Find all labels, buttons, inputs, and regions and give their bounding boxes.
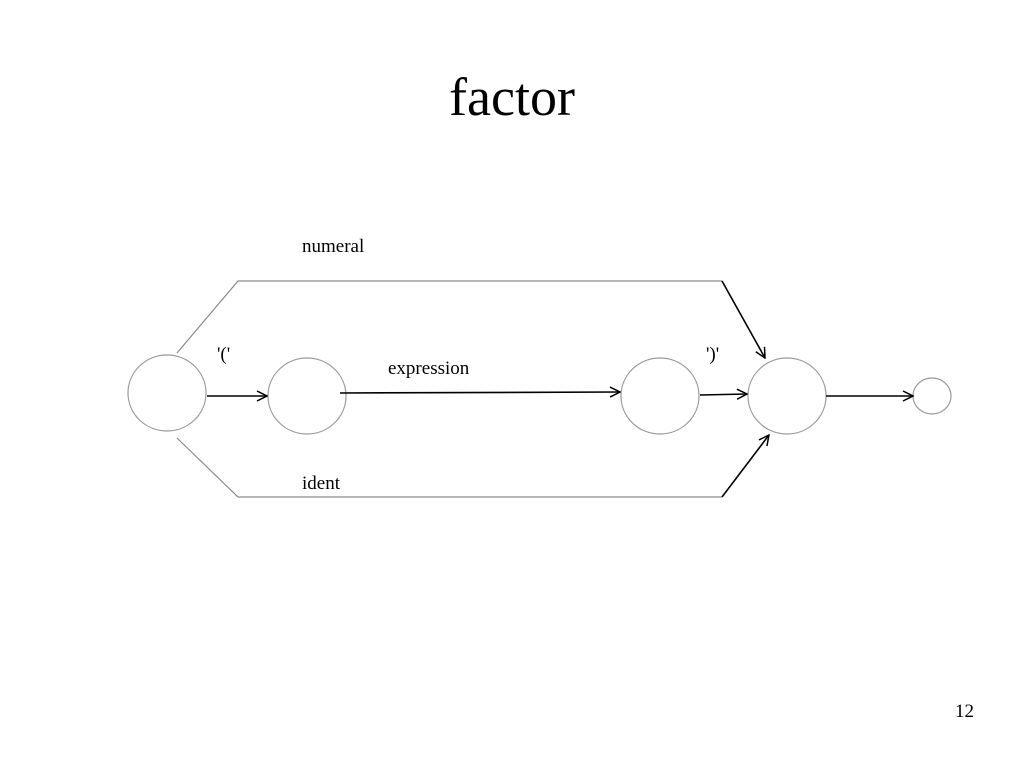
slide-number: 12 — [955, 701, 974, 722]
expression-label: expression — [388, 358, 470, 379]
ident-arrow — [721, 435, 769, 498]
after-open-paren-state — [267, 357, 347, 435]
slide-title: factor — [449, 67, 575, 127]
start-state — [127, 354, 207, 432]
close-paren-transition — [699, 394, 747, 395]
final-state — [912, 377, 952, 415]
expression-transition — [339, 392, 620, 393]
after-expression-state — [620, 357, 700, 435]
numeral-arrow — [721, 280, 765, 358]
numeral-path — [176, 280, 722, 354]
merge-state — [747, 357, 827, 435]
ident-label: ident — [302, 473, 341, 494]
ident-path — [176, 437, 722, 498]
close-paren-label: ')' — [706, 344, 719, 365]
open-paren-label: '(' — [217, 344, 230, 365]
numeral-label: numeral — [302, 236, 364, 257]
